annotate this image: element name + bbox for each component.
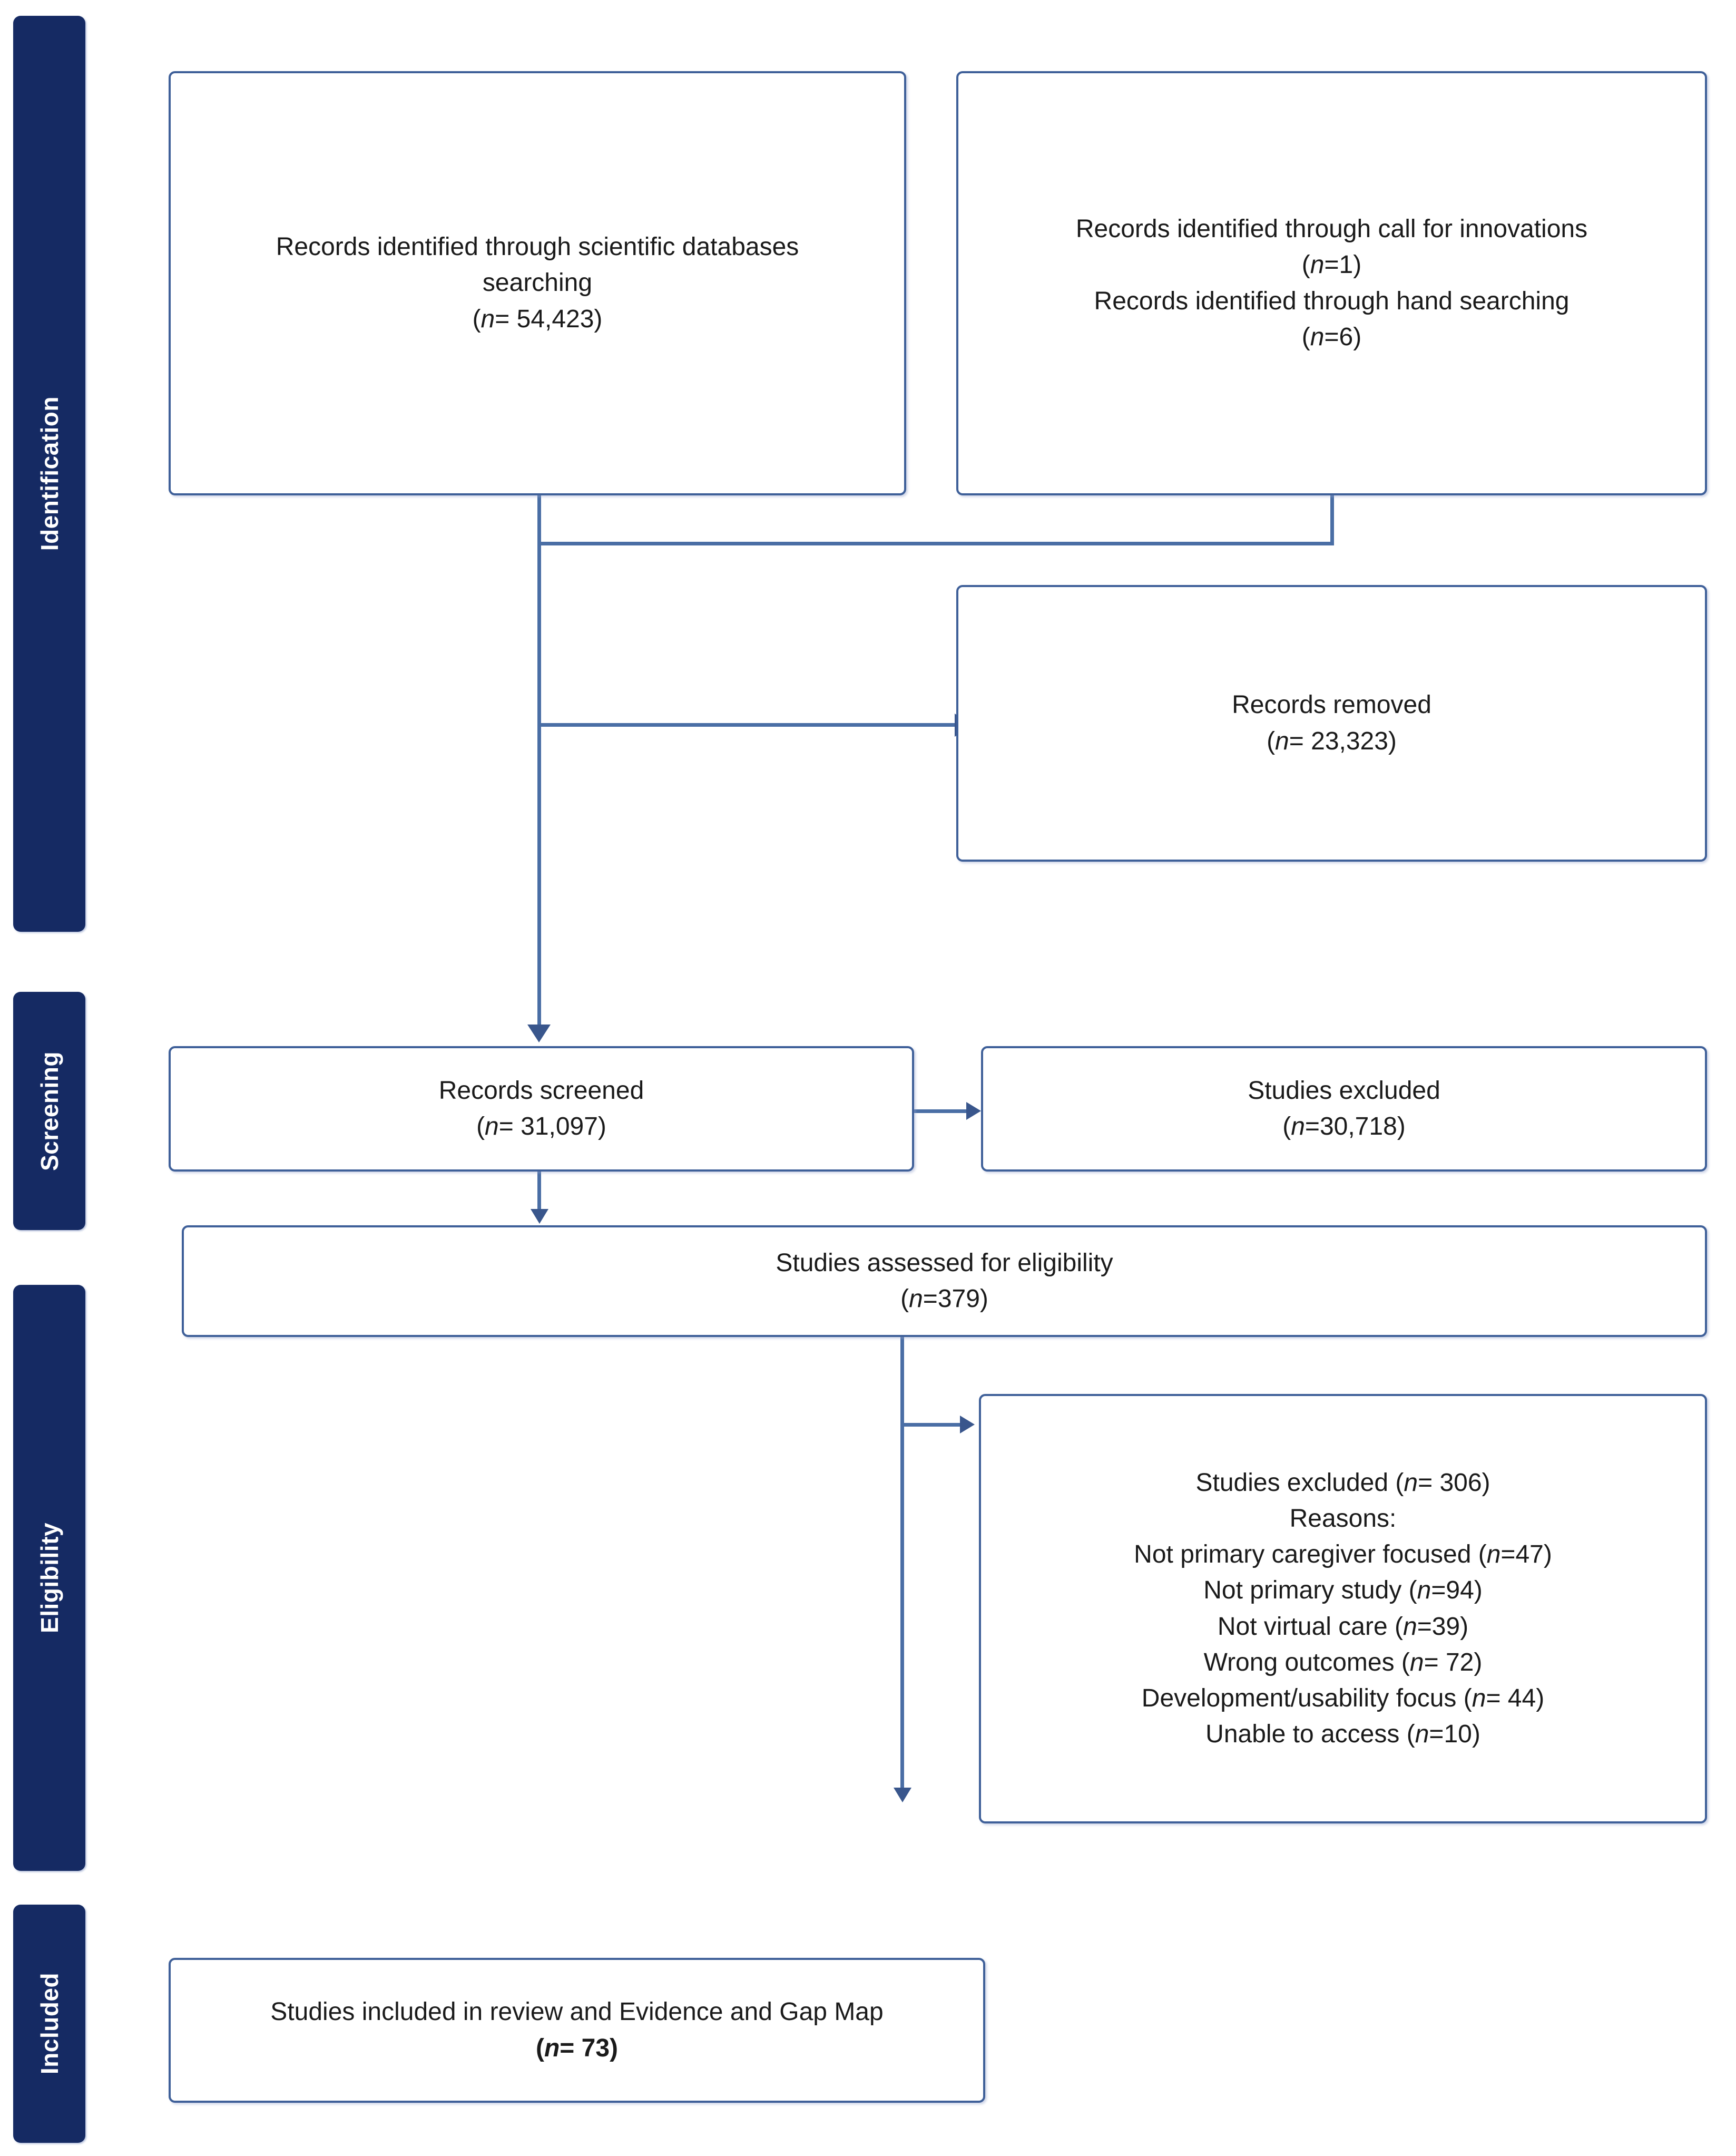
stage-label-screening: Screening xyxy=(35,1051,63,1171)
reason-item: Development/usability focus (n= 44) xyxy=(1141,1684,1545,1712)
other-sources-count2: (n=6) xyxy=(1301,323,1362,351)
arrow-to-records-screened xyxy=(527,1025,551,1042)
arrow-to-assessed-eligibility xyxy=(531,1209,548,1224)
records-screened-count: (n= 31,097) xyxy=(476,1113,606,1140)
stage-bar-included: Included xyxy=(13,1905,85,2143)
reason-item: Unable to access (n=10) xyxy=(1205,1720,1480,1748)
box-studies-excluded-eligibility: Studies excluded (n= 306) Reasons: Not p… xyxy=(979,1394,1707,1823)
reason-item: Not primary study (n=94) xyxy=(1203,1576,1483,1605)
records-removed-count: (n= 23,323) xyxy=(1267,727,1397,755)
reason-item: Not virtual care (n=39) xyxy=(1217,1612,1469,1641)
connector-screened-to-assessed xyxy=(537,1171,541,1211)
connector-screened-to-excluded xyxy=(913,1109,968,1113)
box-records-removed: Records removed (n= 23,323) xyxy=(956,585,1707,862)
databases-line1: Records identified through scientific da… xyxy=(276,233,799,261)
box-studies-assessed-eligibility: Studies assessed for eligibility (n=379) xyxy=(182,1225,1707,1337)
other-sources-count1: (n=1) xyxy=(1301,251,1362,279)
box-records-identified-databases: Records identified through scientific da… xyxy=(169,71,906,495)
included-studies-line1: Studies included in review and Evidence … xyxy=(270,1998,884,2026)
arrow-to-studies-excluded-eligibility xyxy=(960,1416,975,1433)
records-screened-line1: Records screened xyxy=(438,1076,644,1105)
stage-label-eligibility: Eligibility xyxy=(35,1523,63,1633)
box-records-identified-other-sources: Records identified through call for inno… xyxy=(956,71,1707,495)
connector-main-trunk xyxy=(537,542,541,1027)
reason-item: Wrong outcomes (n= 72) xyxy=(1203,1648,1483,1676)
stage-bar-eligibility: Eligibility xyxy=(13,1285,85,1871)
box-studies-excluded-screening: Studies excluded (n=30,718) xyxy=(981,1046,1707,1172)
stage-label-identification: Identification xyxy=(35,396,63,551)
databases-line2: searching xyxy=(482,269,593,297)
studies-excluded-screening-line1: Studies excluded xyxy=(1248,1076,1440,1105)
other-sources-line1: Records identified through call for inno… xyxy=(1075,215,1588,243)
connector-databases-stem xyxy=(537,495,541,544)
assessed-eligibility-line1: Studies assessed for eligibility xyxy=(776,1248,1113,1277)
reason-item: Not primary caregiver focused (n=47) xyxy=(1134,1540,1552,1569)
stage-label-included: Included xyxy=(35,1973,63,2075)
connector-other-sources-stem xyxy=(1330,495,1334,544)
assessed-eligibility-count: (n=379) xyxy=(900,1285,988,1313)
connector-to-studies-excluded-eligibility xyxy=(904,1423,962,1427)
studies-excluded-screening-count: (n=30,718) xyxy=(1282,1113,1406,1140)
records-removed-line1: Records removed xyxy=(1232,691,1431,719)
arrow-eligibility-trunk-end xyxy=(894,1788,911,1802)
databases-count: (n= 54,423) xyxy=(472,305,603,333)
connector-to-records-removed xyxy=(537,723,959,727)
stage-bar-screening: Screening xyxy=(13,992,85,1230)
studies-excluded-eligibility-reasons-label: Reasons: xyxy=(1289,1505,1397,1533)
box-studies-included: Studies included in review and Evidence … xyxy=(169,1958,985,2103)
other-sources-line2: Records identified through hand searchin… xyxy=(1094,287,1570,315)
studies-excluded-eligibility-heading: Studies excluded (n= 306) xyxy=(1195,1468,1490,1497)
included-studies-count: (n= 73) xyxy=(535,2034,619,2062)
box-records-screened: Records screened (n= 31,097) xyxy=(169,1046,914,1172)
connector-merge-bar xyxy=(537,542,1334,545)
connector-eligibility-trunk xyxy=(900,1337,904,1790)
stage-bar-identification: Identification xyxy=(13,16,85,932)
arrow-to-studies-excluded-screening xyxy=(966,1102,981,1120)
